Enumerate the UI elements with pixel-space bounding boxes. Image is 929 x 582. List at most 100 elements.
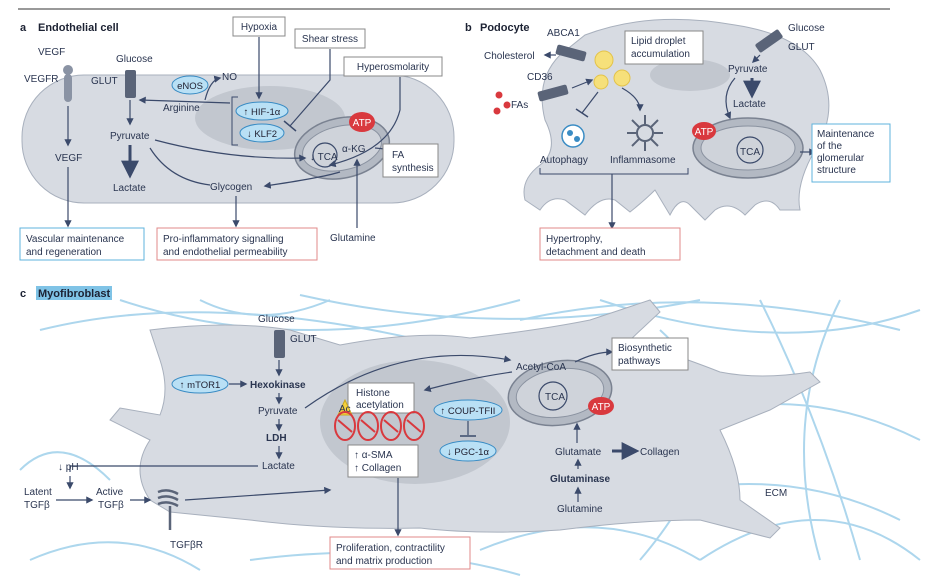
fa-label-line2: synthesis xyxy=(392,163,434,174)
chromatin-icon xyxy=(334,411,425,441)
sma-label: ↑ α-SMA xyxy=(354,450,393,461)
cholesterol-label: Cholesterol xyxy=(484,51,535,62)
enos-label: eNOS xyxy=(177,81,203,92)
panel-c-title-bg xyxy=(36,286,112,300)
podocyte-nucleus xyxy=(650,59,730,91)
active-tgfb-line2: TGFβ xyxy=(98,500,124,511)
lipid-droplet-icon xyxy=(593,74,609,90)
histone-box xyxy=(347,382,415,414)
latent-tgfb-line2: TGFβ xyxy=(24,500,50,511)
hexokinase-label: Hexokinase xyxy=(250,380,306,391)
hyperosmolarity-label: Hyperosmolarity xyxy=(357,62,429,73)
lactate-label-b: Lactate xyxy=(733,99,766,110)
proliferation-line2: and matrix production xyxy=(336,556,432,567)
vegf-ligand-icon xyxy=(63,65,73,75)
klf2-pill xyxy=(239,123,285,143)
shear-stress-box xyxy=(294,28,366,49)
glut-transporter-icon-a xyxy=(125,70,136,98)
fa-synthesis-box xyxy=(382,143,439,178)
histone-line1: Histone xyxy=(356,388,390,399)
glucose-label-b: Glucose xyxy=(788,23,825,34)
tca-label-b: TCA xyxy=(740,147,760,158)
ecm-label: ECM xyxy=(765,488,787,499)
panel-a-title: Endothelial cell xyxy=(38,22,119,34)
lipid-label-line1: Lipid droplet xyxy=(631,36,686,47)
pyruvate-label-a: Pyruvate xyxy=(110,131,150,142)
atp-marker-a xyxy=(349,112,375,132)
maintenance-line3: glomerular xyxy=(817,153,865,164)
tca-label-a: ↓ TCA xyxy=(310,152,338,163)
lipid-droplet-icon xyxy=(594,50,614,70)
biosynthetic-box xyxy=(611,337,689,371)
pgc1a-label: ↓ PGC-1α xyxy=(447,447,489,458)
abca1-transporter-icon xyxy=(555,44,587,62)
lipid-droplet-icon xyxy=(613,69,631,87)
glutamine-label-a: Glutamine xyxy=(330,233,376,244)
hypoxia-label: Hypoxia xyxy=(241,22,278,33)
vegf-top-label: VEGF xyxy=(38,47,65,58)
maintenance-line4: structure xyxy=(817,165,856,176)
vascular-outcome-line1: Vascular maintenance xyxy=(26,234,125,245)
panel-c: c Myofibroblast Glucose GLUT ↑ mTOR1 Hex… xyxy=(19,286,921,576)
biosynthetic-line2: pathways xyxy=(618,356,660,367)
acetyl-mark-icon xyxy=(337,398,353,416)
fa-dot-icon xyxy=(493,107,501,115)
inflammasome-label: Inflammasome xyxy=(610,155,676,166)
fas-label: FAs xyxy=(511,100,528,111)
panel-c-title: Myofibroblast xyxy=(38,288,110,300)
glucose-label-c: Glucose xyxy=(258,314,295,325)
lactate-label-c: Lactate xyxy=(262,461,295,472)
proliferation-outcome-box xyxy=(329,536,471,570)
panel-b-title: Podocyte xyxy=(480,22,530,34)
hypertrophy-outcome-box xyxy=(539,227,681,261)
glut-transporter-icon-b xyxy=(755,29,783,53)
arginine-label: Arginine xyxy=(163,103,200,114)
tca-label-c: TCA xyxy=(545,392,565,403)
enos-pill xyxy=(171,75,209,95)
inflammasome-icon xyxy=(627,115,663,151)
inflammatory-outcome-line1: Pro-inflammatory signalling xyxy=(163,234,284,245)
proliferation-line1: Proliferation, contractility xyxy=(336,543,445,554)
cd36-label: CD36 xyxy=(527,72,553,83)
panel-b: b Podocyte ABCA1 Cholesterol CD36 FAs Li… xyxy=(465,18,891,261)
ldh-label: LDH xyxy=(266,433,287,444)
coup-tfii-pill xyxy=(433,399,503,421)
hypoxia-box xyxy=(232,16,286,37)
panel-a: a Endothelial cell ATP VEGF VEGFR VEGF G… xyxy=(19,16,455,261)
inflammatory-outcome-box xyxy=(156,227,318,261)
vascular-outcome-line2: and regeneration xyxy=(26,247,102,258)
atp-label-b: ATP xyxy=(695,127,714,138)
ac-label: Ac xyxy=(339,404,351,415)
tgfbr-receptor-icon xyxy=(157,489,179,530)
akg-label: α-KG xyxy=(342,144,366,155)
lactate-label-a: Lactate xyxy=(113,183,146,194)
maintenance-line2: of the xyxy=(817,141,842,152)
latent-tgfb-line1: Latent xyxy=(24,487,52,498)
glut-label-c: GLUT xyxy=(290,334,317,345)
glycogen-label: Glycogen xyxy=(210,182,252,193)
mtor-pill xyxy=(171,374,229,394)
collagen-label: Collagen xyxy=(640,447,679,458)
shear-stress-label: Shear stress xyxy=(302,34,358,45)
podocyte-mitochondrion xyxy=(692,117,804,179)
panel-a-letter: a xyxy=(20,22,27,34)
panel-b-letter: b xyxy=(465,22,472,34)
lipid-accumulation-box xyxy=(624,30,704,65)
pyruvate-label-c: Pyruvate xyxy=(258,406,298,417)
maintenance-outcome-box xyxy=(811,123,891,183)
biosynthetic-line1: Biosynthetic xyxy=(618,343,672,354)
lipid-label-line2: accumulation xyxy=(631,49,690,60)
hif-label: ↑ HIF-1α xyxy=(244,107,281,118)
collagen-up-label: ↑ Collagen xyxy=(354,463,401,474)
histone-line2: acetylation xyxy=(356,400,404,411)
hypertrophy-line1: Hypertrophy, xyxy=(546,234,603,245)
endothelial-mitochondrion xyxy=(293,116,391,180)
panel-c-letter: c xyxy=(20,288,26,300)
vascular-outcome-box xyxy=(19,227,145,261)
glutamate-label: Glutamate xyxy=(555,447,602,458)
hyperosmolarity-box xyxy=(343,56,443,77)
atp-label-a: ATP xyxy=(353,118,372,129)
atp-marker-b xyxy=(692,122,716,140)
fa-label-line1: FA xyxy=(392,150,405,161)
